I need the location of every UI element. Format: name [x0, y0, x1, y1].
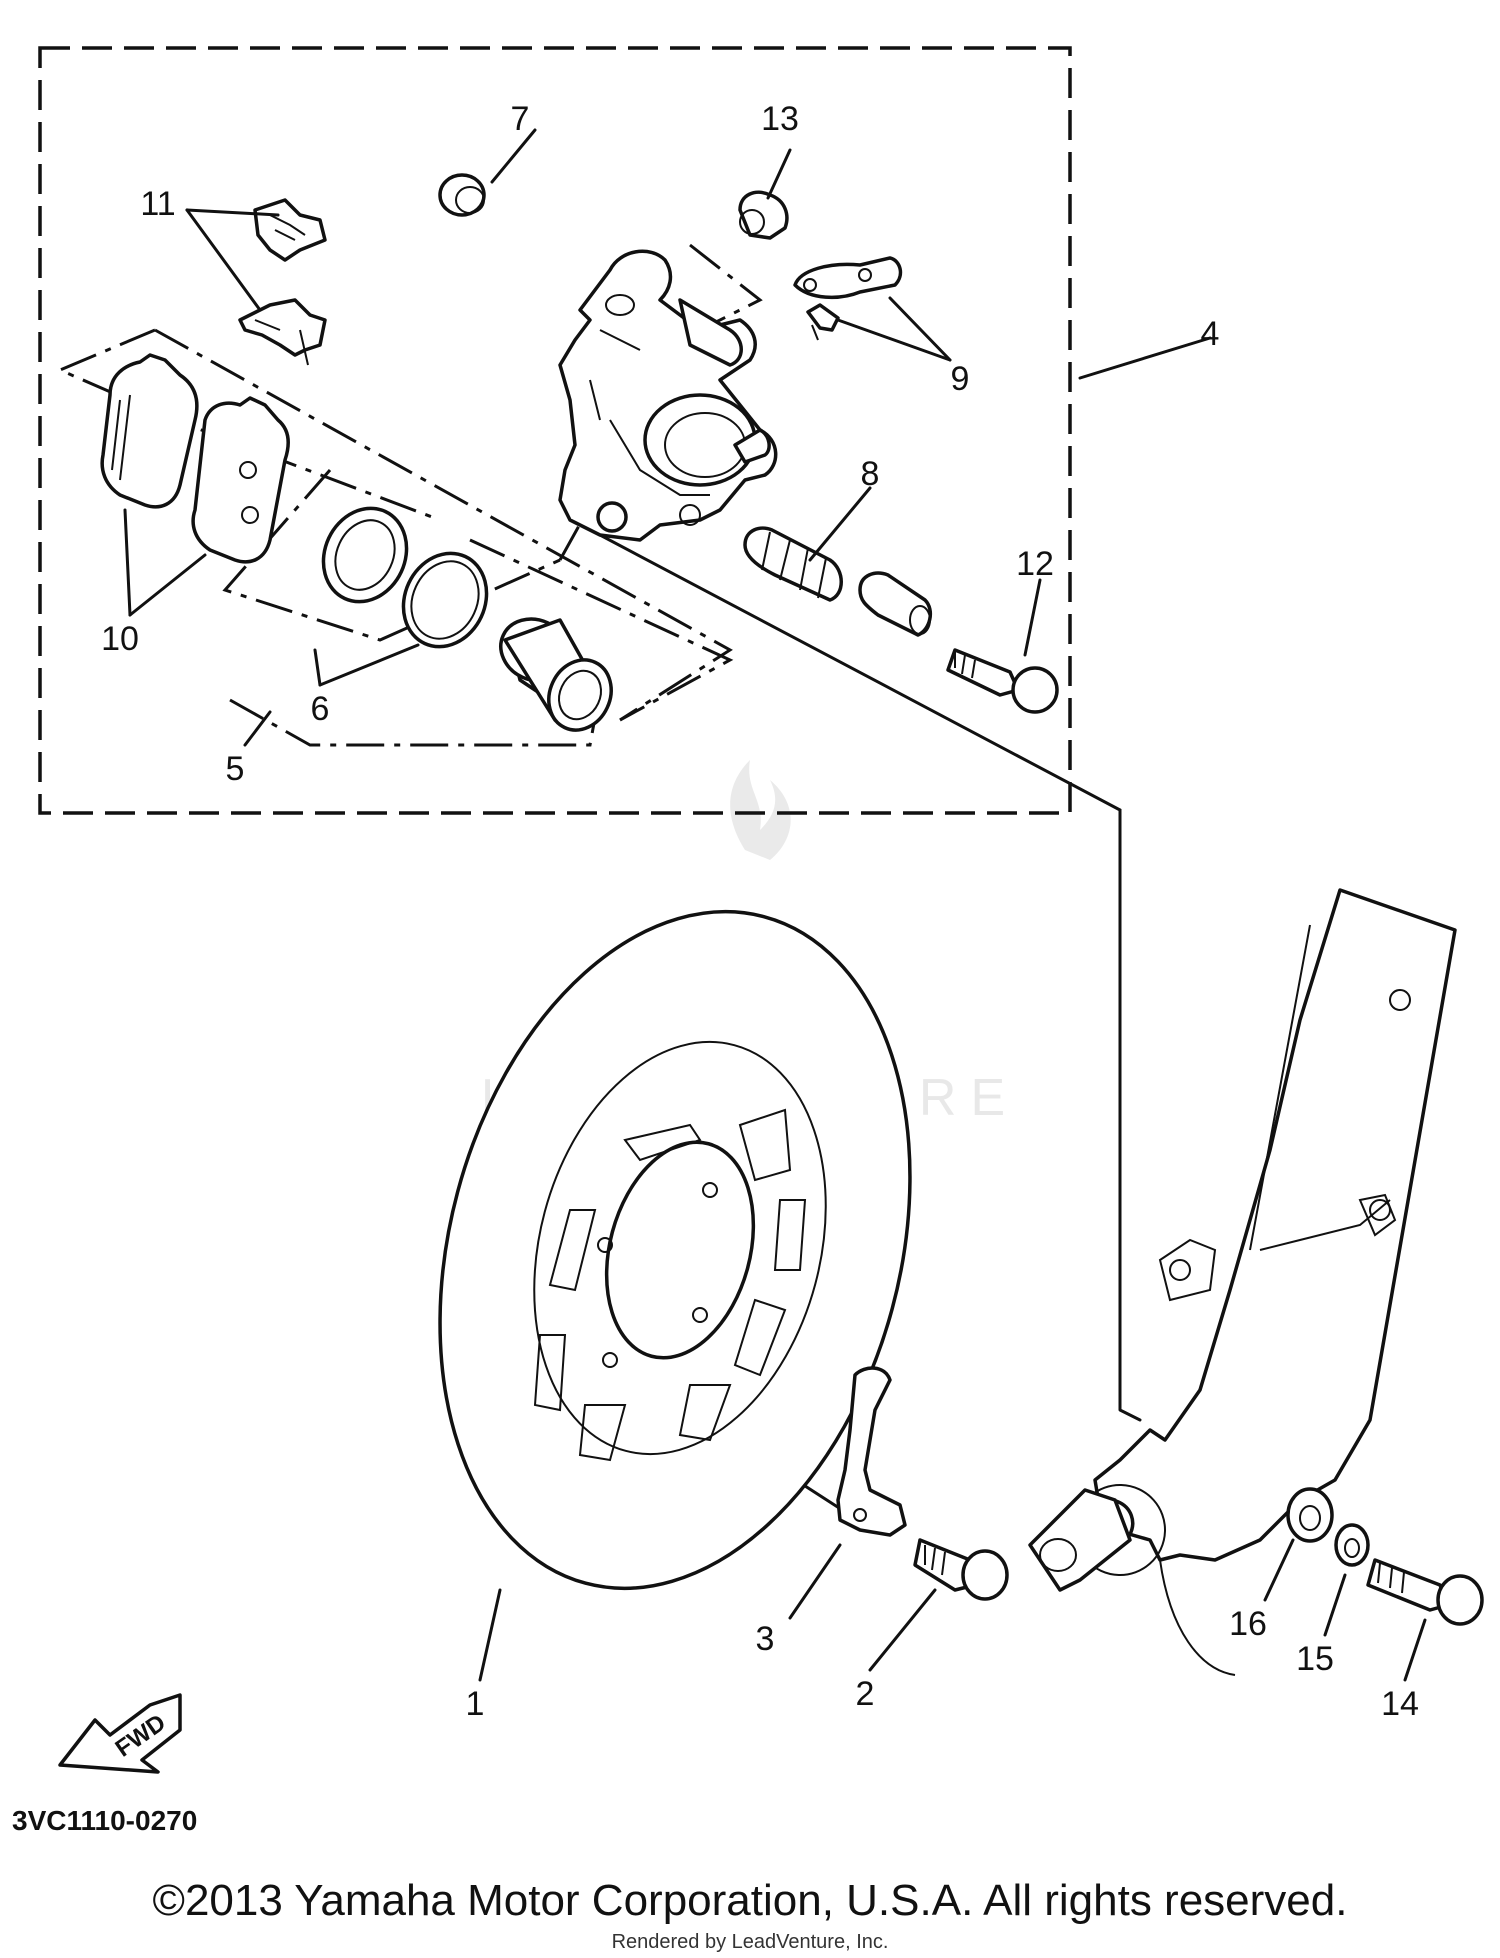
callout-5: 5	[226, 750, 245, 788]
callout-12: 12	[1016, 545, 1054, 583]
fork-leg	[1028, 888, 1457, 1676]
caliper-assembly-box	[38, 46, 1072, 815]
callout-3: 3	[756, 1620, 775, 1658]
callout-7: 7	[511, 100, 530, 138]
callout-4: 4	[1201, 315, 1220, 353]
pad-spring-part-11	[238, 198, 327, 366]
callout-14: 14	[1381, 1685, 1419, 1723]
piston-group-line-2	[469, 538, 734, 722]
rendered-by-text: Rendered by LeadVenture, Inc.	[612, 1931, 889, 1953]
piston-part-5	[499, 617, 613, 732]
fwd-arrow-icon: FWD	[58, 1693, 182, 1774]
callout-6: 6	[311, 690, 330, 728]
bolt-part-14	[1366, 1558, 1484, 1626]
callout-15: 15	[1296, 1640, 1334, 1678]
callout-16: 16	[1229, 1605, 1267, 1643]
callout-1: 1	[466, 1685, 485, 1723]
callout-leaders	[123, 128, 1427, 1682]
copyright-text: ©2013 Yamaha Motor Corporation, U.S.A. A…	[153, 1876, 1348, 1925]
lock-washer-part-15	[1334, 1523, 1370, 1567]
brake-disc-part-1	[438, 909, 912, 1591]
bleed-screw-part-9	[793, 256, 903, 341]
washer-part-16	[1286, 1487, 1334, 1543]
boot-group-line	[689, 243, 763, 332]
caliper-body-part-4	[558, 249, 778, 542]
boot-part-8	[743, 526, 843, 602]
callout-8: 8	[861, 455, 880, 493]
dust-cap-part-7	[438, 173, 486, 217]
diagram-code: 3VC1110-0270	[12, 1805, 197, 1836]
callout-11: 11	[140, 185, 175, 223]
bracket-part-3	[836, 1366, 907, 1537]
pads-group-line-2	[154, 328, 733, 722]
bleed-cap-part-13	[738, 190, 789, 240]
bolt-part-2	[913, 1538, 1009, 1601]
sleeve-part	[858, 571, 933, 637]
brake-pad-part-10	[100, 353, 290, 564]
callout-10: 10	[101, 620, 139, 658]
piston-seal-part-6	[321, 506, 489, 649]
bolt-part-12	[946, 648, 1059, 714]
callout-9: 9	[951, 360, 970, 398]
callout-2: 2	[856, 1675, 875, 1713]
callout-13: 13	[761, 100, 799, 138]
